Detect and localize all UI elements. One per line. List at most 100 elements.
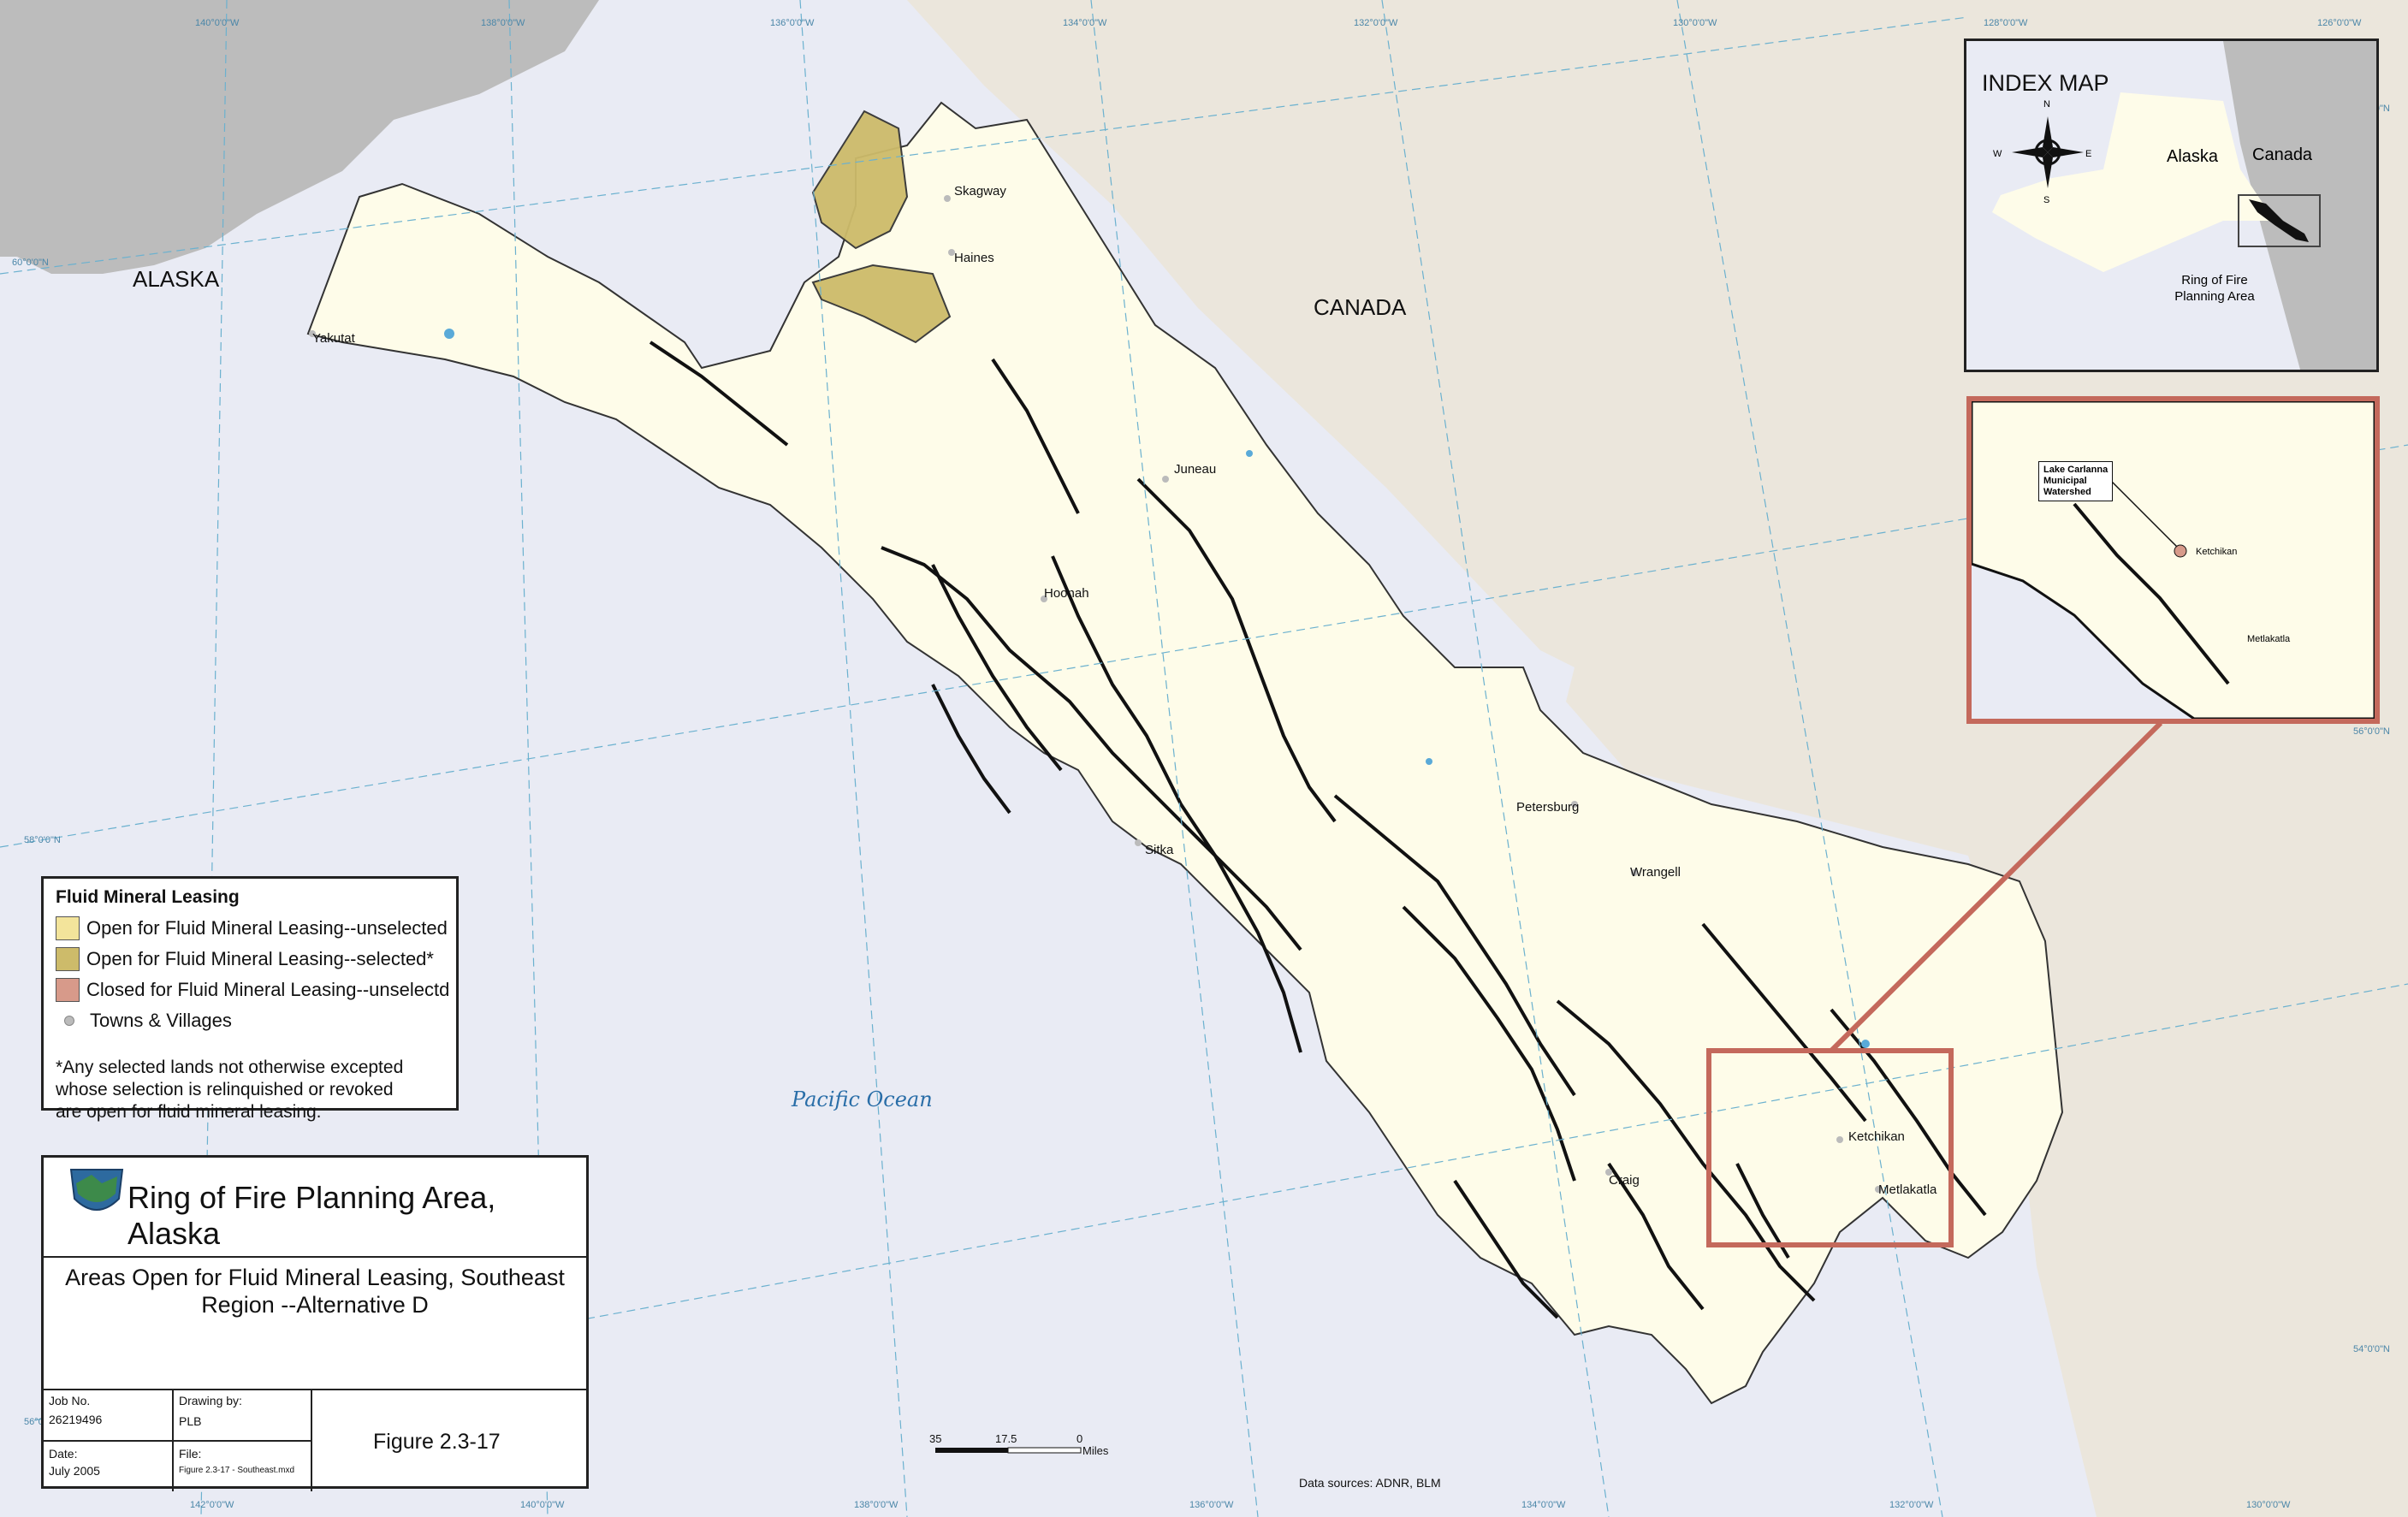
index-map-title: INDEX MAP	[1982, 70, 2109, 96]
inset-land	[1972, 401, 2375, 719]
town-label: Juneau	[1174, 462, 1216, 477]
job-value: 26219496	[49, 1413, 103, 1426]
compass-rose-icon: N E S W	[1993, 99, 2092, 205]
svg-text:54°0'0"N: 54°0'0"N	[2353, 1344, 2390, 1354]
drawing-value: PLB	[179, 1414, 202, 1428]
date-label: Date:	[49, 1447, 78, 1461]
inset-town-label: Metlakatla	[2247, 634, 2291, 644]
compass-w: W	[1993, 149, 2002, 159]
planning-area	[306, 101, 2064, 1405]
date-value: July 2005	[49, 1464, 100, 1478]
svg-text:126°0'0"W: 126°0'0"W	[2317, 18, 2362, 28]
svg-text:130°0'0"W: 130°0'0"W	[2246, 1500, 2291, 1510]
svg-text:132°0'0"W: 132°0'0"W	[1354, 18, 1398, 28]
index-alaska	[1992, 92, 2275, 272]
canada-land	[51, 0, 2408, 1517]
inset-canvas	[1972, 401, 2375, 719]
legend-item-open-unselected: Open for Fluid Mineral Leasing--unselect…	[56, 915, 448, 942]
town-label: Haines	[954, 251, 994, 265]
swatch-open-unselected	[56, 916, 80, 940]
inset-detail: Lake Carlanna Municipal Watershed Ketchi…	[1966, 396, 2380, 724]
svg-text:132°0'0"W: 132°0'0"W	[1889, 1500, 1934, 1510]
legend-item-towns: Towns & Villages	[56, 1007, 232, 1034]
svg-text:142°0'0"W: 142°0'0"W	[190, 1500, 234, 1510]
towns: Skagway Haines Yakutat Juneau Hoonah Sit…	[309, 184, 1937, 1197]
file-label: File:	[179, 1447, 202, 1461]
legend-note: *Any selected lands not otherwise except…	[56, 1058, 404, 1122]
svg-text:136°0'0"W: 136°0'0"W	[1189, 1500, 1234, 1510]
inset-locator-box	[1706, 1048, 1954, 1247]
scale-tick: 17.5	[995, 1432, 1017, 1445]
legend-item-closed: Closed for Fluid Mineral Leasing--unsele…	[56, 976, 449, 1004]
coastline-islands	[649, 341, 1987, 1319]
scale-tick: 0	[1076, 1432, 1082, 1445]
town-label: Ketchikan	[1848, 1129, 1905, 1144]
index-caption: Ring of Fire Planning Area	[2174, 273, 2255, 304]
index-canada	[2223, 41, 2376, 370]
watershed-label: Lake Carlanna Municipal Watershed	[2038, 461, 2114, 501]
legend-item-open-selected: Open for Fluid Mineral Leasing--selected…	[56, 945, 434, 973]
ocean-label: Pacific Ocean	[791, 1087, 933, 1111]
town-label: Sitka	[1145, 843, 1174, 857]
index-planning-area	[2249, 199, 2309, 242]
svg-text:58°0'0"N: 58°0'0"N	[24, 835, 61, 845]
svg-text:128°0'0"W: 128°0'0"W	[1984, 18, 2028, 28]
job-label: Job No.	[49, 1394, 91, 1407]
town-label: Skagway	[954, 184, 1006, 199]
alaska-mainland	[0, 0, 599, 274]
index-map-canvas	[1992, 41, 2376, 370]
file-value: Figure 2.3-17 - Southeast.mxd	[179, 1466, 295, 1475]
legend-label: Open for Fluid Mineral Leasing--selected…	[86, 948, 434, 969]
svg-text:140°0'0"W: 140°0'0"W	[195, 18, 240, 28]
svg-text:130°0'0"W: 130°0'0"W	[1673, 18, 1717, 28]
town-label: Wrangell	[1630, 865, 1681, 880]
svg-text:138°0'0"W: 138°0'0"W	[854, 1500, 899, 1510]
selected-lands	[811, 110, 952, 344]
town-label: Hoonah	[1044, 586, 1089, 601]
inset-leader-line	[1829, 720, 2163, 1053]
legend-label: Open for Fluid Mineral Leasing--unselect…	[86, 917, 448, 939]
title-block-title: Ring of Fire Planning Area, Alaska	[128, 1180, 496, 1251]
compass-n: N	[2043, 99, 2050, 110]
info-divider	[44, 1389, 586, 1390]
scale-tick: 35	[929, 1432, 941, 1445]
compass-s: S	[2043, 195, 2050, 205]
svg-text:56°0'0"N: 56°0'0"N	[2353, 726, 2390, 737]
inset-coast	[2073, 502, 2230, 685]
index-locator-box	[2238, 194, 2321, 247]
town-dot-icon	[64, 1016, 74, 1026]
svg-text:60°0'0"N: 60°0'0"N	[12, 258, 49, 268]
legend: Fluid Mineral Leasing Open for Fluid Min…	[41, 876, 459, 1122]
index-label-canada: Canada	[2252, 145, 2313, 164]
bureau-logo-icon	[69, 1169, 124, 1211]
title-block-subtitle: Areas Open for Fluid Mineral Leasing, So…	[65, 1265, 565, 1318]
region-label-alaska: ALASKA	[133, 266, 220, 292]
scale-unit: Miles	[1082, 1444, 1109, 1457]
title-block: Ring of Fire Planning Area, Alaska Areas…	[41, 1155, 589, 1491]
swatch-closed	[56, 978, 80, 1002]
watershed-marker	[2174, 544, 2187, 558]
svg-text:134°0'0"W: 134°0'0"W	[1063, 18, 1107, 28]
svg-text:140°0'0"W: 140°0'0"W	[520, 1500, 565, 1510]
svg-text:134°0'0"W: 134°0'0"W	[1521, 1500, 1566, 1510]
legend-title: Fluid Mineral Leasing	[56, 887, 240, 907]
graticule-labels: 140°0'0"W 138°0'0"W 136°0'0"W 134°0'0"W …	[12, 18, 2390, 1510]
watershed-leader	[2108, 477, 2178, 548]
inset-town-label: Ketchikan	[2196, 547, 2238, 557]
index-label-alaska: Alaska	[2167, 147, 2219, 166]
town-label: Craig	[1609, 1173, 1640, 1188]
compass-e: E	[2085, 149, 2092, 159]
drawing-label: Drawing by:	[179, 1394, 242, 1407]
town-label: Yakutat	[312, 331, 356, 346]
town-label: Metlakatla	[1878, 1182, 1937, 1197]
svg-text:138°0'0"W: 138°0'0"W	[481, 18, 525, 28]
info-row-divider	[44, 1440, 312, 1442]
scale-bar: 35 17.5 0 Miles	[929, 1432, 1109, 1457]
region-label-canada: CANADA	[1314, 294, 1407, 320]
lakes	[444, 329, 1870, 1048]
swatch-open-selected	[56, 947, 80, 971]
data-sources: Data sources: ADNR, BLM	[1299, 1476, 1441, 1490]
title-divider	[44, 1256, 586, 1258]
svg-text:136°0'0"W: 136°0'0"W	[770, 18, 815, 28]
figure-number: Figure 2.3-17	[373, 1430, 501, 1454]
